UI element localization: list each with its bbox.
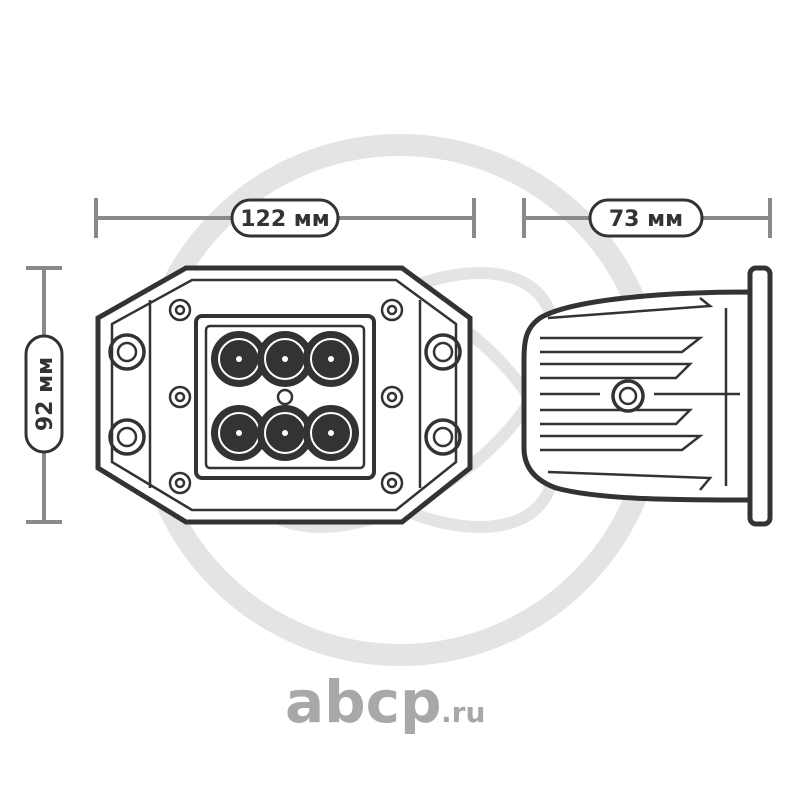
mount-hole-left-bottom-inner xyxy=(116,426,138,448)
side-bolt-inner xyxy=(618,386,638,406)
led-4-chip xyxy=(236,430,242,436)
lens-window-inner xyxy=(204,324,366,470)
led-2-chip xyxy=(282,356,288,362)
center-sensor xyxy=(276,388,294,406)
height-label: 92 мм xyxy=(33,357,58,431)
mount-hole-left-top xyxy=(108,333,146,371)
screw-center xyxy=(386,391,398,403)
depth-label: 73 мм xyxy=(609,207,683,232)
mount-hole-left-bottom xyxy=(108,418,146,456)
screw-center xyxy=(174,304,186,316)
led-3-chip xyxy=(328,356,334,362)
screw xyxy=(168,385,192,409)
height-dimension xyxy=(24,266,64,524)
lamp-side-view xyxy=(521,265,773,527)
front-inner-bezel xyxy=(110,278,458,512)
mount-hole-right-bottom xyxy=(424,418,462,456)
mount-hole-right-top xyxy=(424,333,462,371)
screw xyxy=(168,298,192,322)
fin xyxy=(540,362,694,380)
width-label: 122 мм xyxy=(240,207,330,232)
fin xyxy=(540,434,704,452)
led-3-reflector xyxy=(310,338,352,380)
watermark-brand: abcp xyxy=(285,668,442,736)
depth-label-pill xyxy=(588,198,704,238)
led-6-reflector xyxy=(310,412,352,454)
watermark-suffix: .ru xyxy=(441,696,485,729)
lamp-front-view xyxy=(95,265,473,525)
screw-center xyxy=(174,391,186,403)
lens-window-outer xyxy=(194,314,376,480)
led-1-chip xyxy=(236,356,242,362)
screw-center xyxy=(386,477,398,489)
led-array xyxy=(211,331,359,461)
fin xyxy=(547,297,714,320)
mount-hole-left-top-inner xyxy=(116,341,138,363)
screws xyxy=(168,298,404,495)
side-mounting-flange xyxy=(747,265,773,527)
screw xyxy=(380,385,404,409)
side-bolt xyxy=(611,379,645,413)
fin xyxy=(547,470,713,491)
screw-center xyxy=(174,477,186,489)
screw xyxy=(380,471,404,495)
mount-hole-right-bottom-inner xyxy=(432,426,454,448)
depth-dimension xyxy=(522,198,772,238)
fin xyxy=(540,336,704,354)
led-5-chip xyxy=(282,430,288,436)
screw-center xyxy=(386,304,398,316)
fin xyxy=(540,408,694,426)
screw xyxy=(168,471,192,495)
height-label-pill xyxy=(24,334,64,454)
screw xyxy=(380,298,404,322)
width-dimension xyxy=(94,198,476,238)
width-label-pill xyxy=(230,198,340,238)
mount-hole-right-top-inner xyxy=(432,341,454,363)
led-6-chip xyxy=(328,430,334,436)
